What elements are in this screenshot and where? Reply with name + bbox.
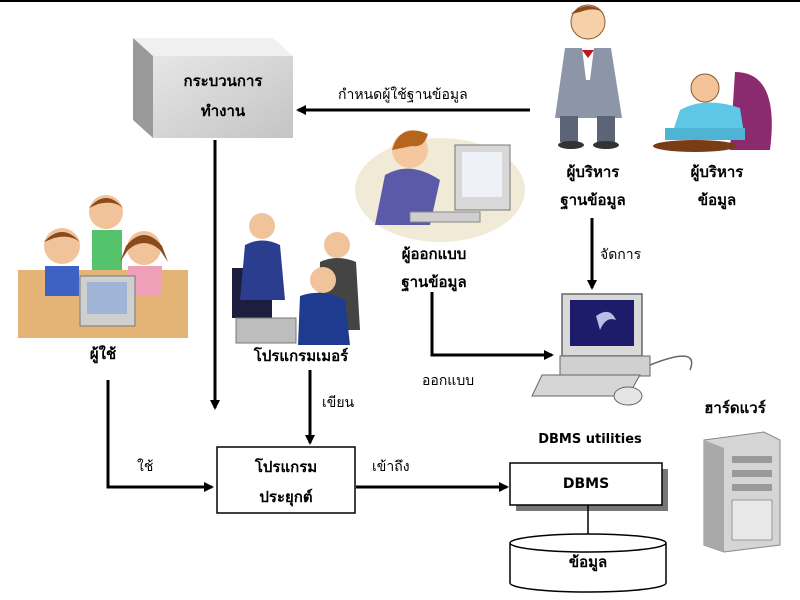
flow-label-write: เขียน: [322, 395, 355, 411]
application-box-line2: ประยุกต์: [259, 488, 313, 506]
flow-label-access: เข้าถึง: [372, 459, 410, 475]
programmers-team-icon: [232, 213, 360, 345]
designer-woman-icon: [355, 130, 525, 242]
actor-db-admin-line1: ผู้บริหาร: [566, 163, 620, 181]
application-box-line1: โปรแกรม: [254, 458, 318, 476]
actor-db-designer-line1: ผู้ออกแบบ: [401, 245, 467, 263]
database-label: ข้อมูล: [568, 553, 608, 571]
children-computer-icon: [18, 195, 188, 338]
actor-db-designer-line2: ฐานข้อมูล: [401, 273, 467, 291]
application-box: [216, 446, 356, 514]
server-tower-icon: [703, 431, 781, 553]
arrow-use: [106, 380, 214, 492]
actor-data-admin: ผู้บริหาร ข้อมูล: [672, 158, 762, 214]
actor-data-admin-line1: ผู้บริหาร: [690, 163, 744, 181]
application-box-label: โปรแกรม ประยุกต์: [217, 452, 355, 512]
process-box: [133, 38, 293, 138]
boss-person-icon: [555, 4, 622, 149]
actor-db-admin: ผู้บริหาร ฐานข้อมูล: [548, 158, 638, 214]
seated-executive-icon: [653, 72, 772, 152]
flow-label-design: ออกแบบ: [422, 373, 475, 389]
actor-programmers: โปรแกรมเมอร์: [253, 347, 349, 365]
flow-label-use: ใช้: [137, 459, 154, 475]
process-box-line1: กระบวนการ: [183, 72, 263, 90]
process-box-line2: ทำงาน: [200, 102, 246, 120]
dbms-utilities-label: DBMS utilities: [538, 432, 642, 447]
actor-db-designer: ผู้ออกแบบ ฐานข้อมูล: [384, 240, 484, 296]
actor-hardware: ฮาร์ดแวร์: [704, 399, 766, 417]
dbms-box: [509, 462, 668, 535]
database-cylinder: [509, 533, 667, 593]
desktop-computer-icon: [531, 293, 693, 406]
actor-data-admin-line2: ข้อมูล: [697, 191, 737, 209]
process-box-label: กระบวนการ ทำงาน: [153, 66, 293, 126]
dbms-label: DBMS: [562, 476, 610, 492]
actor-db-admin-line2: ฐานข้อมูล: [560, 191, 626, 209]
flow-label-define-users: กำหนดผู้ใช้ฐานข้อมูล: [338, 87, 468, 103]
actor-users: ผู้ใช้: [89, 345, 117, 363]
flow-label-manage: จัดการ: [600, 247, 642, 263]
arrow-design: [430, 292, 554, 360]
